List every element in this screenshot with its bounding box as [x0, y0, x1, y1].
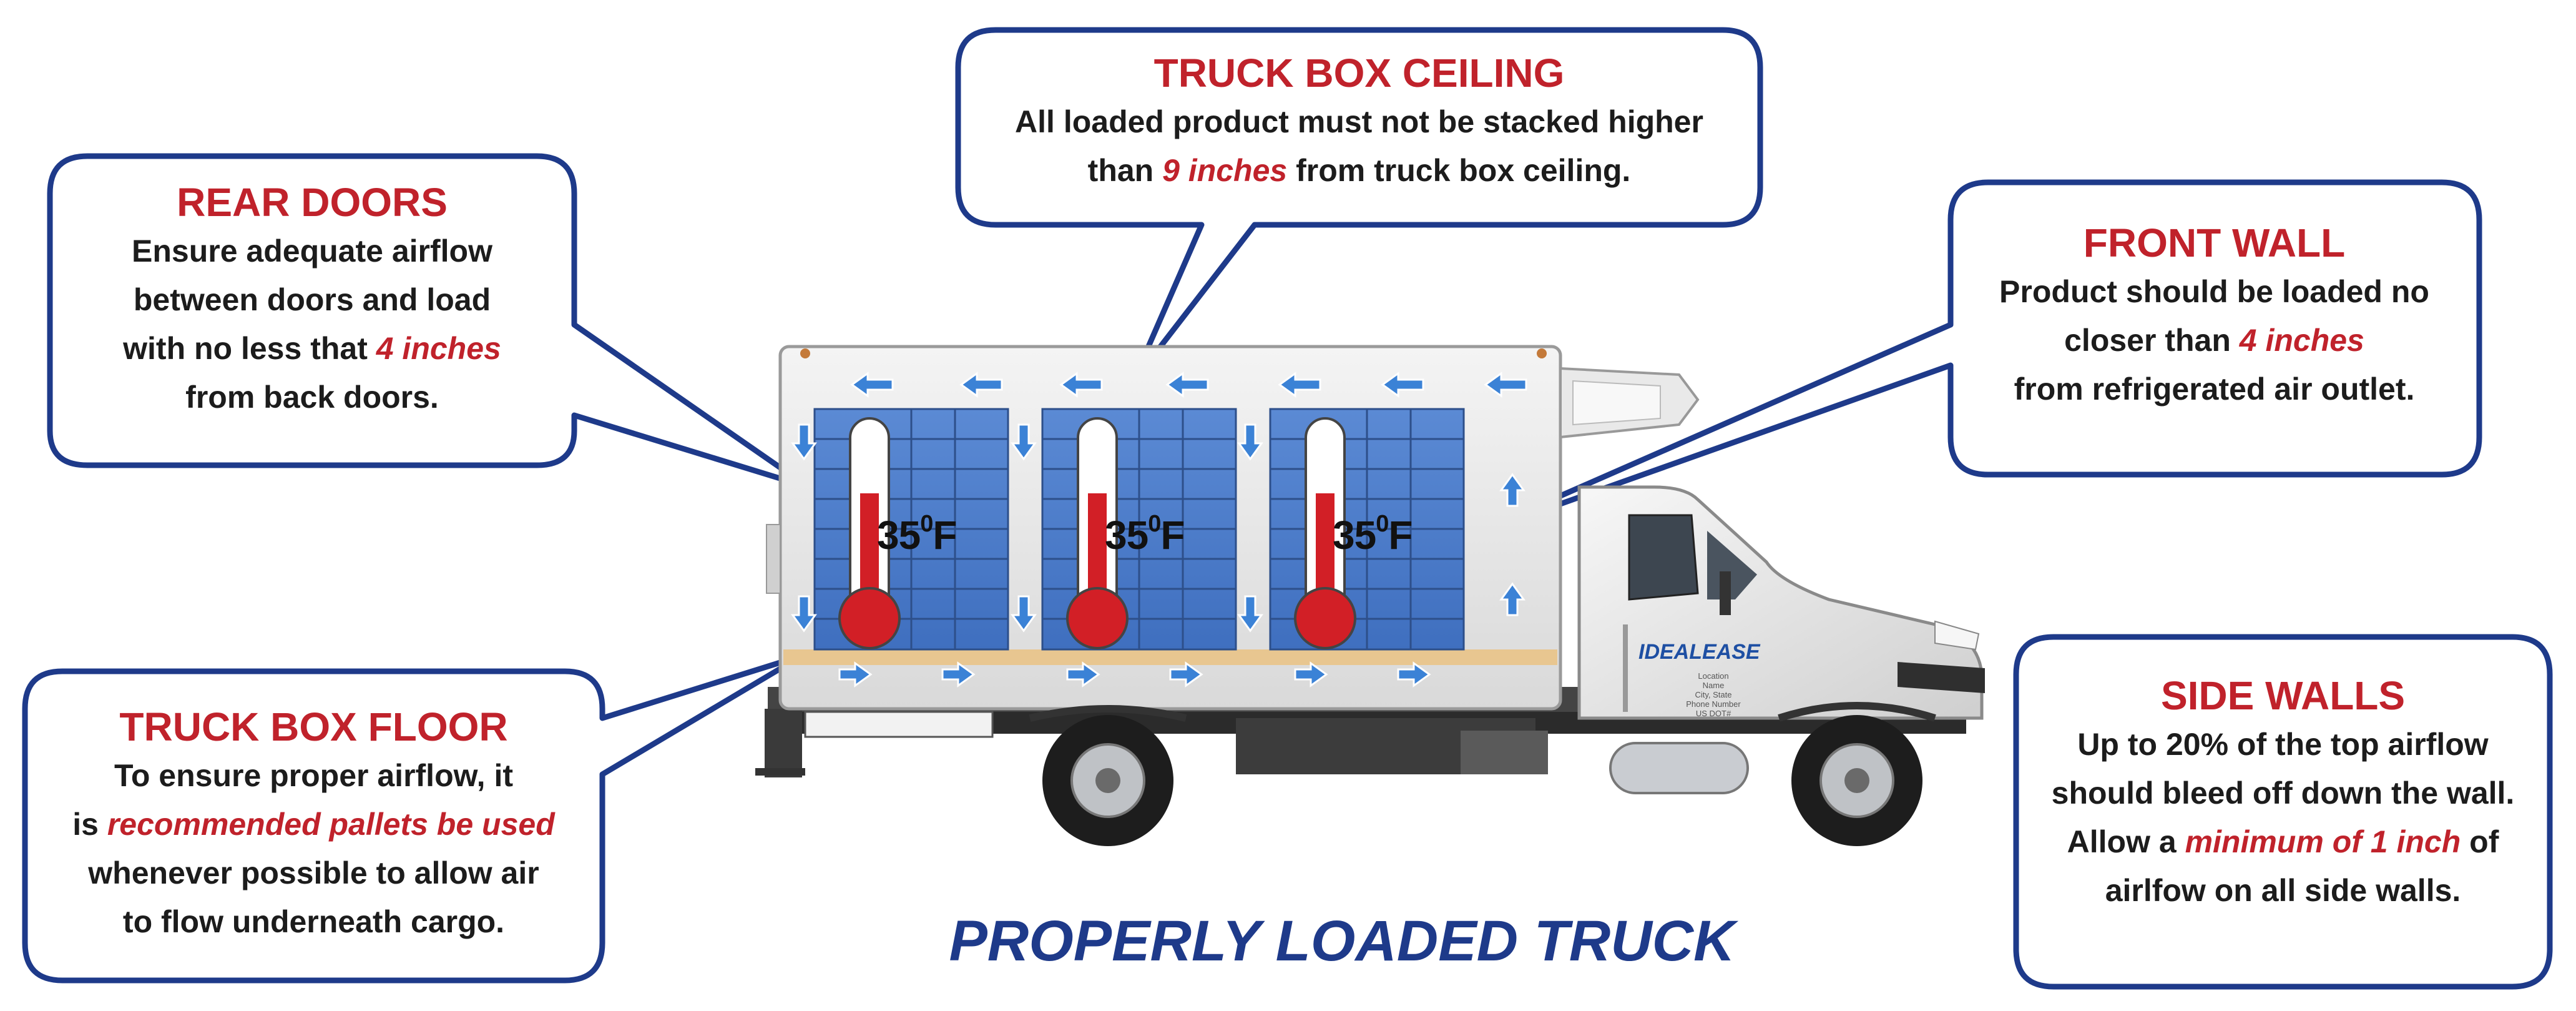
- callout-text-segment: with no less that: [123, 331, 376, 366]
- callout-text-segment: Product should be loaded no: [1999, 274, 2429, 309]
- highlighted-measurement: 4 inches: [376, 331, 501, 366]
- front-wall-callout: FRONT WALL Product should be loaded no cl…: [1954, 219, 2475, 413]
- airflow-arrow-right-icon: [1169, 661, 1203, 688]
- callout-text-line: airlfow on all side walls.: [2019, 866, 2547, 915]
- callout-text-segment: from back doors.: [185, 380, 439, 415]
- callout-text-segment: from truck box ceiling.: [1287, 153, 1631, 188]
- pallet-grid-lines: [815, 409, 1464, 649]
- callout-text-line: between doors and load: [56, 275, 568, 324]
- ceiling-callout: TRUCK BOX CEILING All loaded product mus…: [961, 49, 1757, 195]
- callout-text-line: To ensure proper airflow, it: [28, 751, 599, 800]
- ceiling-text: All loaded product must not be stacked h…: [961, 97, 1757, 195]
- temperature-label: 350F: [1105, 511, 1185, 558]
- thermometers: [838, 417, 1356, 649]
- airflow-arrow-right-icon: [1066, 661, 1100, 688]
- airflow-arrow-down-icon: [1011, 423, 1037, 461]
- airflow-arrow-left-icon: [1165, 372, 1209, 398]
- side-walls-heading: SIDE WALLS: [2160, 673, 2406, 718]
- callout-text-segment: To ensure proper airflow, it: [114, 758, 513, 793]
- callout-text-line: Ensure adequate airflow: [56, 227, 568, 275]
- airflow-arrow-left-icon: [1059, 372, 1103, 398]
- airflow-arrow-left-icon: [850, 372, 894, 398]
- cab-door-info: Location Name City, State Phone Number U…: [1686, 671, 1741, 718]
- airflow-arrow-right-icon: [1294, 661, 1328, 688]
- airflow-arrow-left-icon: [959, 372, 1003, 398]
- temperature-label: 350F: [1333, 511, 1413, 558]
- floor-callout-bubble: [22, 653, 805, 984]
- callout-text-segment: airlfow on all side walls.: [2105, 873, 2461, 908]
- rear-doors-callout: REAR DOORS Ensure adequate airflow betwee…: [56, 178, 568, 422]
- callout-text-segment: is: [72, 807, 107, 842]
- airflow-arrow-right-icon: [941, 661, 976, 688]
- side-walls-callout-bubble: [2013, 634, 2553, 990]
- airflow-arrow-right-icon: [838, 661, 873, 688]
- front-wall-text: Product should be loaded no closer than 4…: [1954, 267, 2475, 413]
- airflow-arrow-left-icon: [1484, 372, 1527, 398]
- callout-text-line: Product should be loaded no: [1954, 267, 2475, 316]
- thermometer-icon: [1066, 417, 1129, 649]
- callout-text-line: with no less that 4 inches: [56, 324, 568, 373]
- rear-doors-heading: REAR DOORS: [177, 180, 448, 225]
- callout-text-segment: whenever possible to allow air: [88, 856, 539, 890]
- side-walls-text: Up to 20% of the top airflow should bleed…: [2019, 720, 2547, 915]
- rear-doors-callout-bubble: [47, 153, 811, 490]
- diagram-title: PROPERLY LOADED TRUCK: [949, 909, 1735, 973]
- refrigeration-unit: [1559, 367, 1700, 439]
- thermometer-icon: [838, 417, 901, 649]
- truck-wheels: [1029, 702, 1936, 846]
- callout-text-line: from refrigerated air outlet.: [1954, 365, 2475, 413]
- ceiling-callout-bubble: [955, 27, 1763, 385]
- airflow-arrow-down-icon: [1011, 595, 1037, 633]
- callout-text-line: Up to 20% of the top airflow: [2019, 720, 2547, 769]
- thermometer-icon: [1294, 417, 1356, 649]
- airflow-arrow-left-icon: [1381, 372, 1424, 398]
- highlighted-measurement: minimum of 1 inch: [2185, 824, 2461, 859]
- highlighted-measurement: 4 inches: [2239, 323, 2364, 358]
- floor-heading: TRUCK BOX FLOOR: [119, 704, 508, 749]
- airflow-arrow-down-icon: [1237, 423, 1263, 461]
- front-wall-callout-bubble: [1461, 179, 2482, 541]
- callout-text-line: Allow a minimum of 1 inch of: [2019, 817, 2547, 866]
- idealease-logo: IDEALEASE: [1638, 640, 1760, 664]
- airflow-arrow-down-icon: [791, 595, 817, 633]
- callout-text-line: All loaded product must not be stacked h…: [961, 97, 1757, 146]
- callout-text-line: than 9 inches from truck box ceiling.: [961, 146, 1757, 195]
- callout-text-segment: than: [1087, 153, 1163, 188]
- callout-text-segment: Ensure adequate airflow: [132, 234, 492, 269]
- airflow-arrows: [791, 372, 1527, 688]
- callout-text-line: is recommended pallets be used: [28, 800, 599, 849]
- callout-text-segment: All loaded product must not be stacked h…: [1015, 104, 1703, 139]
- callout-text-line: to flow underneath cargo.: [28, 897, 599, 946]
- callout-text-line: from back doors.: [56, 373, 568, 422]
- airflow-arrow-down-icon: [791, 423, 817, 461]
- airflow-arrow-up-icon: [1499, 582, 1526, 616]
- callout-text-segment: Up to 20% of the top airflow: [2077, 727, 2489, 762]
- callout-text-segment: from refrigerated air outlet.: [2014, 372, 2415, 407]
- callout-text-line: closer than 4 inches: [1954, 316, 2475, 365]
- callout-text-segment: of: [2461, 824, 2499, 859]
- floor-callout: TRUCK BOX FLOOR To ensure proper airflow…: [28, 703, 599, 946]
- highlighted-measurement: 9 inches: [1162, 153, 1288, 188]
- callout-text-segment: to flow underneath cargo.: [122, 904, 505, 939]
- front-wall-heading: FRONT WALL: [2083, 220, 2346, 265]
- temperature-label: 350F: [877, 511, 957, 558]
- airflow-arrow-right-icon: [1397, 661, 1431, 688]
- airflow-arrow-up-icon: [1499, 473, 1526, 507]
- callout-text-segment: closer than: [2064, 323, 2240, 358]
- callout-text-segment: should bleed off down the wall.: [2051, 776, 2515, 811]
- callout-text-segment: Allow a: [2067, 824, 2185, 859]
- callout-text-line: should bleed off down the wall.: [2019, 769, 2547, 817]
- highlighted-measurement: recommended pallets be used: [107, 807, 555, 842]
- callout-text-segment: between doors and load: [133, 282, 491, 317]
- truck-cab: [1577, 485, 1985, 720]
- rear-doors-text: Ensure adequate airflow between doors and…: [56, 227, 568, 422]
- ceiling-heading: TRUCK BOX CEILING: [1153, 51, 1565, 96]
- airflow-arrow-left-icon: [1278, 372, 1321, 398]
- airflow-arrow-down-icon: [1237, 595, 1263, 633]
- side-walls-callout: SIDE WALLS Up to 20% of the top airflow s…: [2019, 671, 2547, 915]
- callout-text-line: whenever possible to allow air: [28, 849, 599, 897]
